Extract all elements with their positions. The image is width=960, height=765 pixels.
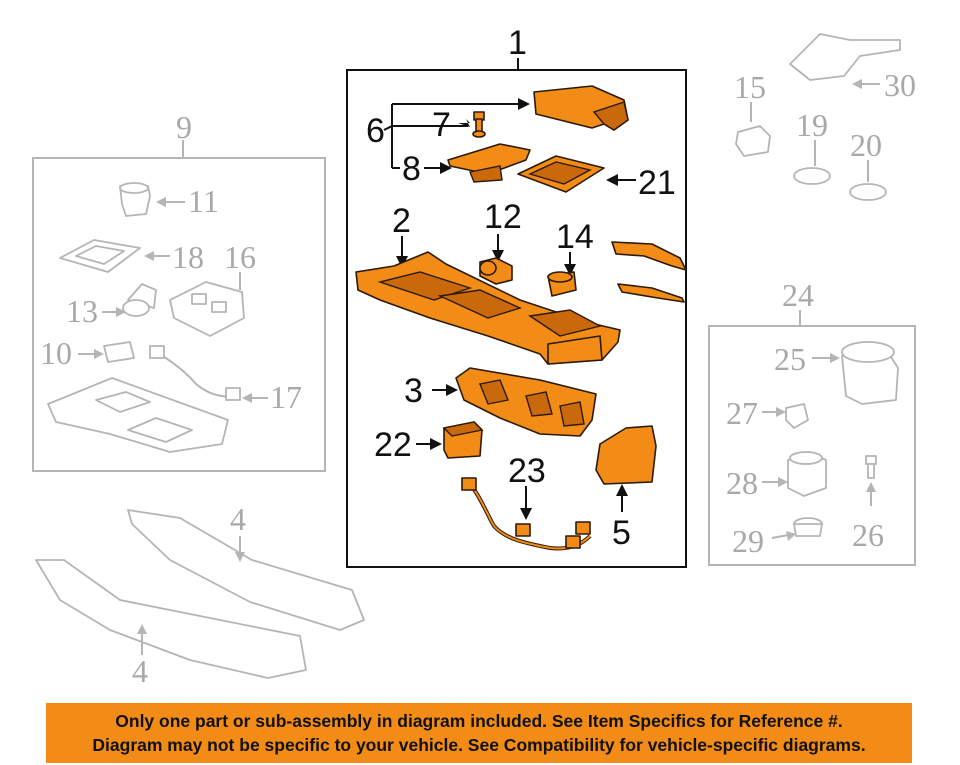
callout-13: 13 (66, 293, 98, 329)
disclaimer-banner: Only one part or sub-assembly in diagram… (46, 703, 912, 763)
disclaimer-line-1: Only one part or sub-assembly in diagram… (115, 711, 843, 731)
callout-23: 23 (508, 452, 546, 490)
callout-6: 6 (366, 112, 385, 150)
callout-19: 19 (796, 107, 828, 143)
callout-4-lower: 4 (132, 653, 148, 689)
callout-17: 17 (270, 379, 302, 415)
callout-1: 1 (508, 24, 527, 62)
callout-8: 8 (402, 150, 421, 188)
callout-26: 26 (852, 517, 884, 553)
callout-24: 24 (782, 277, 814, 313)
callout-28: 28 (726, 465, 758, 501)
callout-7: 7 (432, 106, 451, 144)
group-9-box (32, 140, 326, 472)
group-24-box (708, 310, 916, 566)
callout-15: 15 (734, 69, 766, 105)
callout-29: 29 (732, 523, 764, 559)
group-right-top (735, 33, 901, 201)
callout-30: 30 (884, 67, 916, 103)
callout-16: 16 (224, 239, 256, 275)
callout-27: 27 (726, 395, 758, 431)
parts-diagram: 1 6 7 8 21 2 12 14 3 22 23 5 9 11 18 16 … (32, 24, 916, 689)
callout-5: 5 (612, 514, 631, 552)
callout-14: 14 (556, 218, 594, 256)
callout-9: 9 (176, 109, 192, 145)
callout-20: 20 (850, 127, 882, 163)
callout-11: 11 (188, 183, 219, 219)
group-1-box (346, 58, 687, 568)
callout-25: 25 (774, 341, 806, 377)
callout-2: 2 (392, 202, 411, 240)
callout-18: 18 (172, 239, 204, 275)
callout-10: 10 (40, 335, 72, 371)
callout-21: 21 (638, 164, 676, 202)
group-4-trim (35, 509, 365, 679)
callout-12: 12 (484, 198, 522, 236)
callout-3: 3 (404, 372, 423, 410)
callout-4-upper: 4 (230, 501, 246, 537)
callout-labels: 1 6 7 8 21 2 12 14 3 22 23 5 9 11 18 16 … (40, 24, 916, 689)
disclaimer-line-2: Diagram may not be specific to your vehi… (92, 735, 866, 755)
callout-22: 22 (374, 426, 412, 464)
